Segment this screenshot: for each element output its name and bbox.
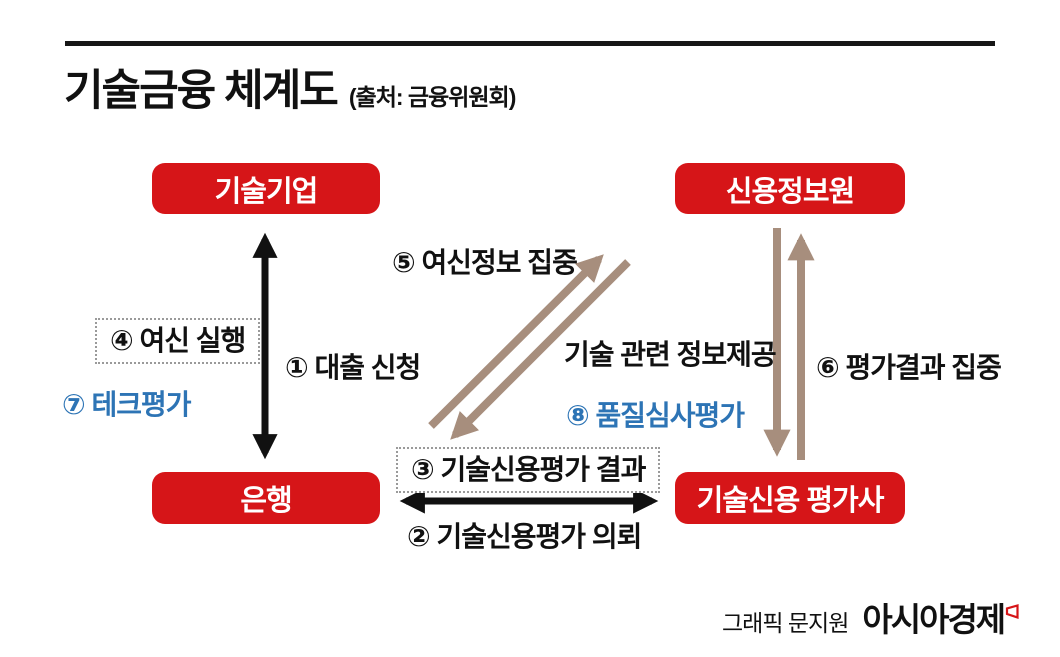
- node-tech-company-label: 기술기업: [214, 175, 319, 208]
- node-tcb: 기술신용 평가사: [675, 472, 905, 524]
- node-bank-label: 은행: [240, 485, 292, 517]
- label-tech-evaluation: ⑦ 테크평가: [62, 389, 192, 420]
- graphic-credit: 그래픽 문지원: [722, 610, 849, 636]
- brand-logo: 아시아경제: [862, 593, 1019, 641]
- brand-logo-text: 아시아경제: [862, 601, 1006, 638]
- label-eval-result-concentration: ⑥ 평가결과 집중: [816, 352, 1002, 383]
- top-rule: [65, 41, 995, 46]
- label-credit-execution: ④ 여신 실행: [95, 318, 261, 364]
- title-bar: 기술금융 체계도 (출처: 금융위원회): [64, 56, 516, 118]
- node-bank: 은행: [152, 472, 380, 524]
- footer-credit-line: 그래픽 문지원 아시아경제: [722, 593, 1019, 641]
- node-credit-info-service-label: 신용정보원: [725, 175, 855, 208]
- node-tech-company: 기술기업: [152, 163, 380, 214]
- label-tcb-result: ③ 기술신용평가 결과: [396, 447, 661, 493]
- page-title: 기술금융 체계도: [64, 67, 339, 115]
- label-tech-info-provision: 기술 관련 정보제공: [564, 339, 777, 370]
- node-tcb-label: 기술신용 평가사: [696, 485, 885, 517]
- asiae-logo-mark-icon: [1006, 604, 1019, 620]
- label-loan-application: ① 대출 신청: [285, 352, 421, 383]
- title-source: (출처: 금융위원회): [348, 84, 516, 110]
- node-credit-info-service: 신용정보원: [675, 163, 905, 214]
- label-credit-info-concentration: ⑤ 여신정보 집중: [392, 247, 578, 278]
- label-quality-review-evaluation: ⑧ 품질심사평가: [566, 400, 745, 431]
- label-tcb-request: ② 기술신용평가 의뢰: [407, 521, 642, 552]
